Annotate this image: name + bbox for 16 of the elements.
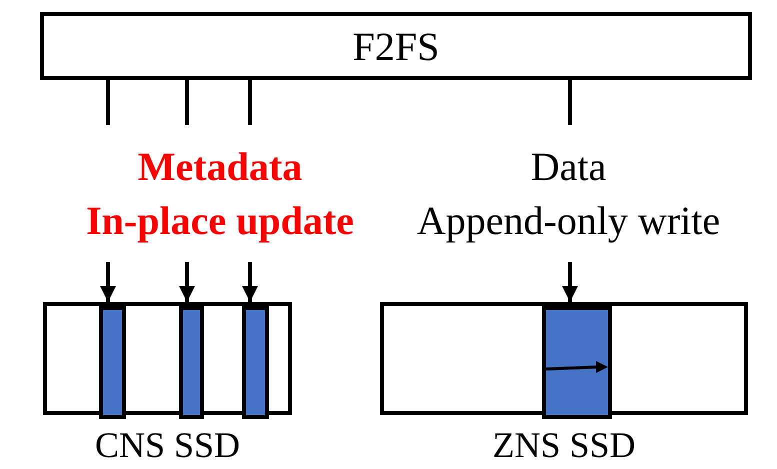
zone-bar <box>99 306 126 419</box>
connector-line <box>568 80 572 125</box>
arrow <box>100 262 116 302</box>
connector-line <box>248 80 252 125</box>
arrow <box>179 262 195 302</box>
arrow <box>242 262 258 302</box>
connector-line <box>106 80 110 125</box>
device-caption: ZNS SSD <box>491 427 637 463</box>
connector-line <box>185 80 189 125</box>
zone-bar <box>179 306 204 419</box>
zone-bar <box>542 306 612 419</box>
device-caption: CNS SSD <box>94 427 242 463</box>
zone-bar <box>242 306 269 419</box>
arrow <box>562 262 578 302</box>
file-system-box <box>40 12 752 80</box>
box-title: F2FS <box>352 22 440 70</box>
